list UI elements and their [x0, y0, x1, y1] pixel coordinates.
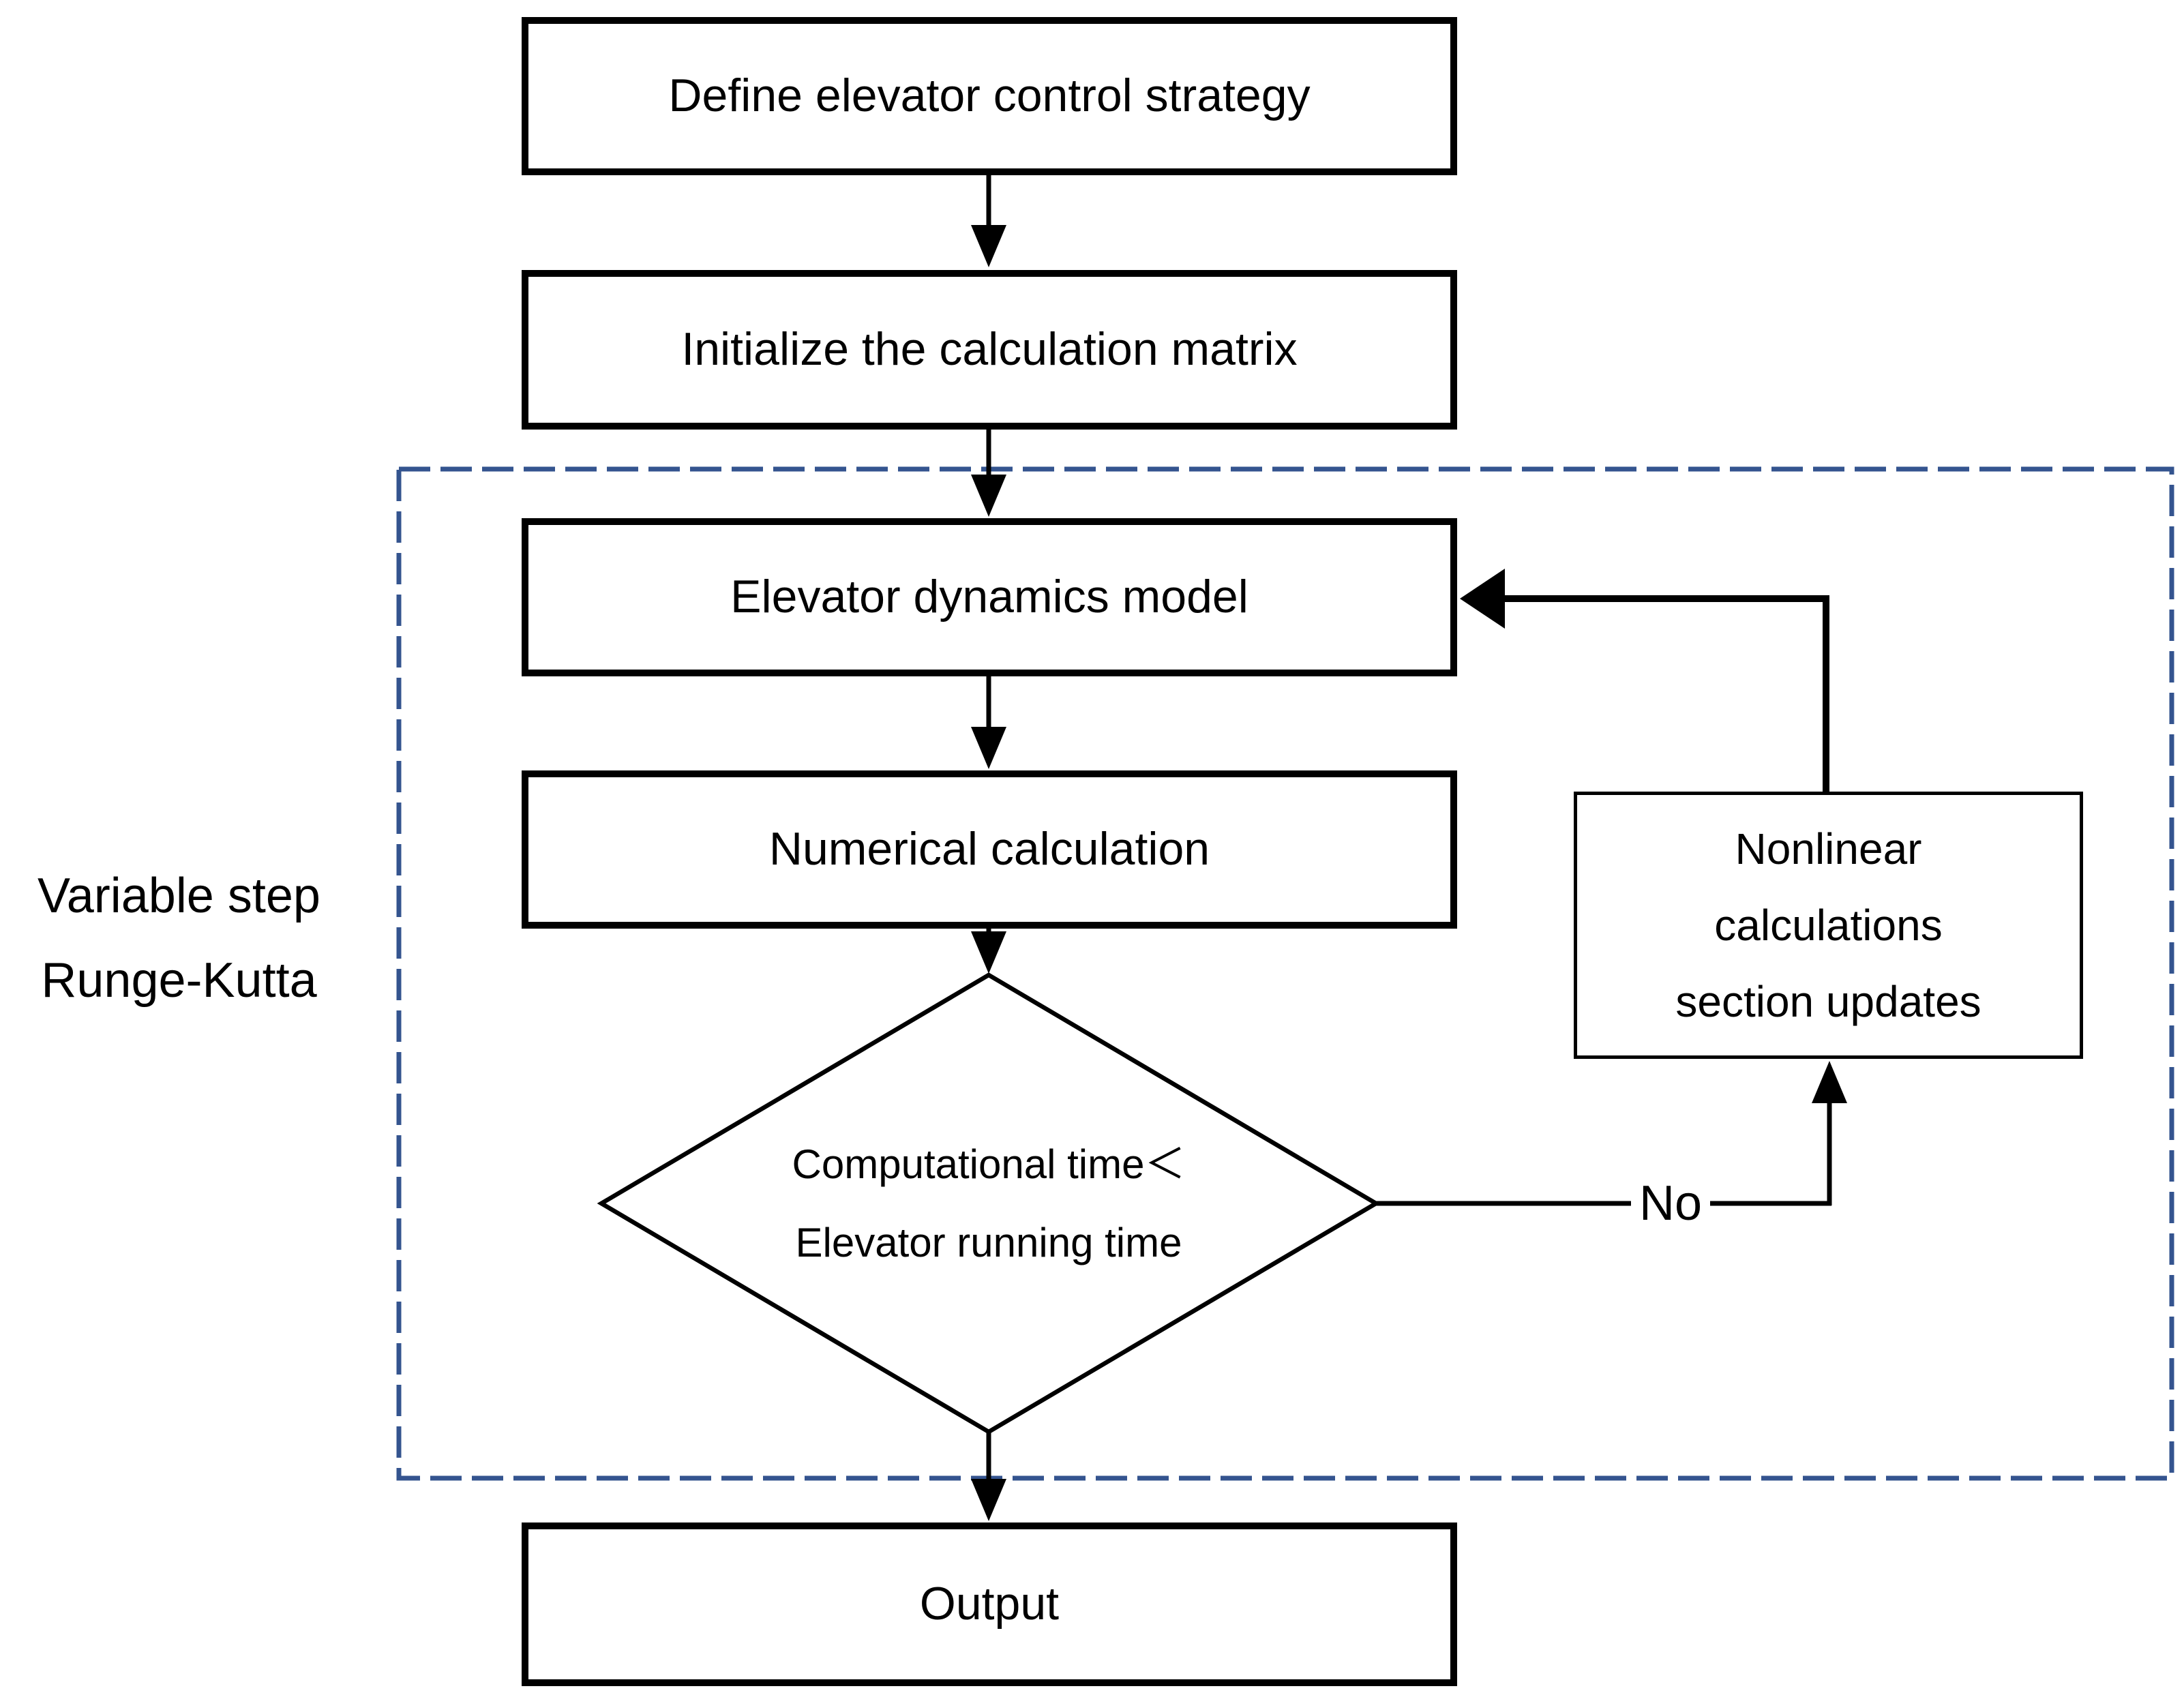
node-output-label: Output — [919, 1578, 1060, 1630]
arrowhead-decision-to-output — [971, 1479, 1006, 1521]
decision-condition-line1: Computational time＜ — [792, 1141, 1186, 1187]
arrowhead-define-to-initialize — [971, 225, 1006, 267]
node-nonlinear-section-updates: Nonlinear calculations section updates — [1574, 792, 2083, 1059]
runge-kutta-group-label: Variable step Runge-Kutta — [3, 854, 355, 1023]
decision-condition-line2: Elevator running time — [795, 1220, 1182, 1265]
group-label-line2: Runge-Kutta — [41, 953, 317, 1008]
node-define-label: Define elevator control strategy — [668, 70, 1311, 122]
node-output: Output — [522, 1522, 1457, 1686]
arrowhead-initialize-to-dynamics — [971, 475, 1006, 517]
arrowhead-numerical-to-decision — [971, 931, 1006, 974]
decision-condition-label: Computational time＜ Elevator running tim… — [648, 1125, 1330, 1282]
arrowhead-no-branch-to-nonlinear — [1812, 1061, 1847, 1103]
node-numerical-calculation: Numerical calculation — [522, 770, 1457, 929]
node-numerical-label: Numerical calculation — [768, 823, 1210, 875]
node-dynamics-label: Elevator dynamics model — [730, 571, 1248, 623]
node-nonlinear-label-line2: calculations — [1714, 901, 1943, 950]
node-elevator-dynamics-model: Elevator dynamics model — [522, 518, 1457, 676]
runge-kutta-group-border — [396, 466, 2174, 1481]
group-label-line1: Variable step — [38, 869, 320, 923]
node-initialize-label: Initialize the calculation matrix — [681, 323, 1298, 376]
no-edge-label: No — [1631, 1167, 1711, 1240]
arrowhead-dynamics-to-numerical — [971, 727, 1006, 769]
node-define-control-strategy: Define elevator control strategy — [522, 17, 1457, 175]
node-nonlinear-label-line1: Nonlinear — [1735, 824, 1922, 873]
node-nonlinear-label-line3: section updates — [1675, 977, 1981, 1026]
node-initialize-matrix: Initialize the calculation matrix — [522, 270, 1457, 430]
arrowhead-feedback-to-dynamics — [1460, 569, 1505, 629]
